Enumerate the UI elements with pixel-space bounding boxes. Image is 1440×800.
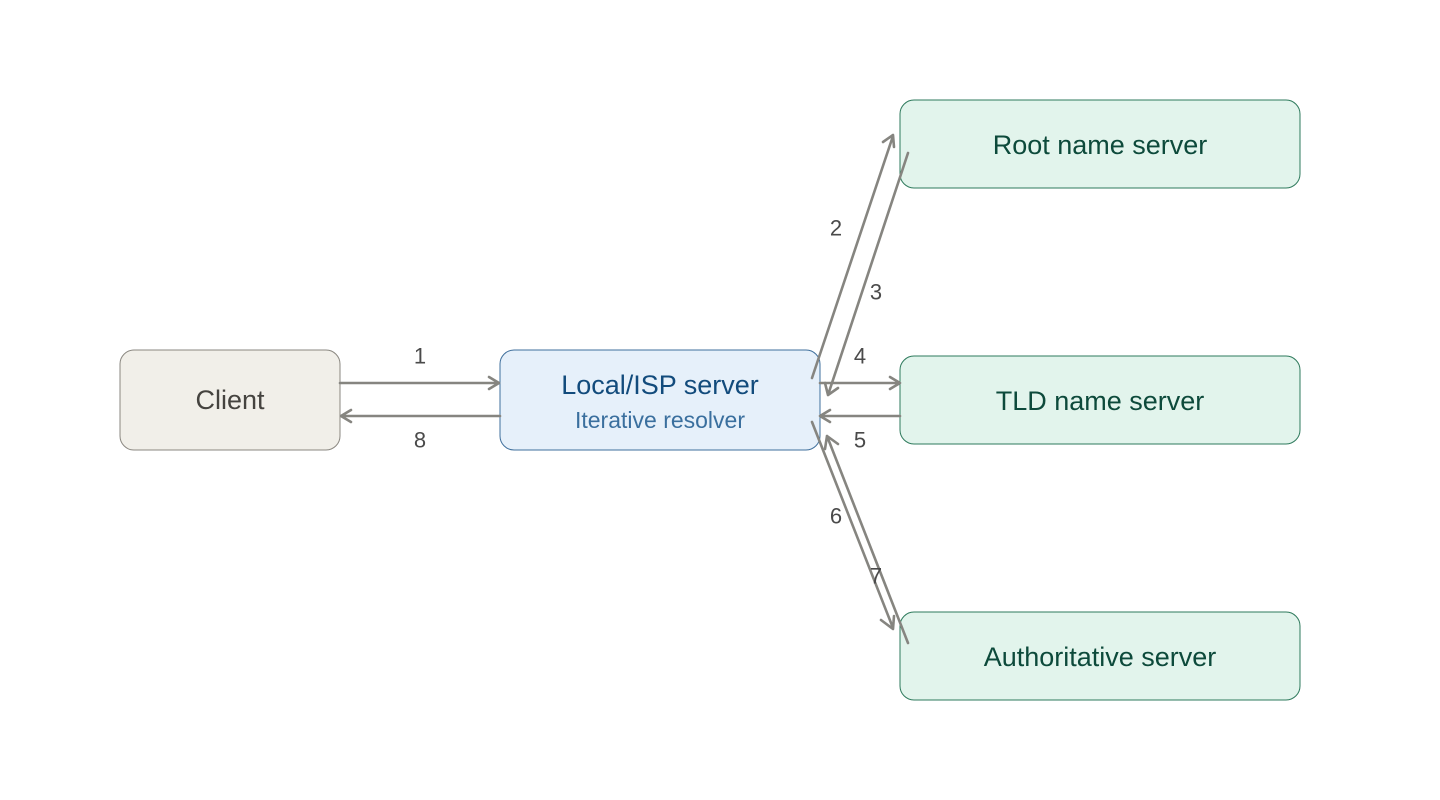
arrow-step-8 [339,408,502,424]
step-label-6: 6 [830,504,842,529]
resolver-box [499,349,821,451]
step-label-4: 4 [854,344,866,369]
step-label-2: 2 [830,216,842,241]
tld-server-title: TLD name server [996,386,1205,416]
authoritative-server-node[interactable]: Authoritative server [899,611,1301,701]
authoritative-server-box [899,611,1301,701]
client-title: Client [195,385,265,415]
root-server-node[interactable]: Root name server [899,99,1301,189]
authoritative-server-title: Authoritative server [984,642,1217,672]
resolver-subtitle: Iterative resolver [575,407,745,433]
tld-server-box [899,355,1301,445]
resolver-node[interactable]: Local/ISP server Iterative resolver [499,349,821,451]
step-label-7: 7 [870,564,882,589]
arrow-step-4 [818,375,902,391]
arrows [338,133,910,645]
resolver-title: Local/ISP server [561,370,759,400]
root-server-box [899,99,1301,189]
root-server-title: Root name server [993,130,1208,160]
arrow-step-7 [823,434,910,645]
step-label-5: 5 [854,428,866,453]
step-label-8: 8 [414,428,426,453]
tld-server-node[interactable]: TLD name server [899,355,1301,445]
client-node[interactable]: Client [119,349,341,451]
arrow-step-6 [810,420,896,631]
arrow-step-2 [810,133,896,380]
arrow-step-3 [823,151,910,397]
client-box [119,349,341,451]
step-label-1: 1 [414,344,426,369]
step-label-3: 3 [870,280,882,305]
arrow-step-1 [338,375,501,391]
step-labels: 1 2 3 4 5 6 7 8 [414,216,882,589]
arrow-step-5 [818,408,902,424]
